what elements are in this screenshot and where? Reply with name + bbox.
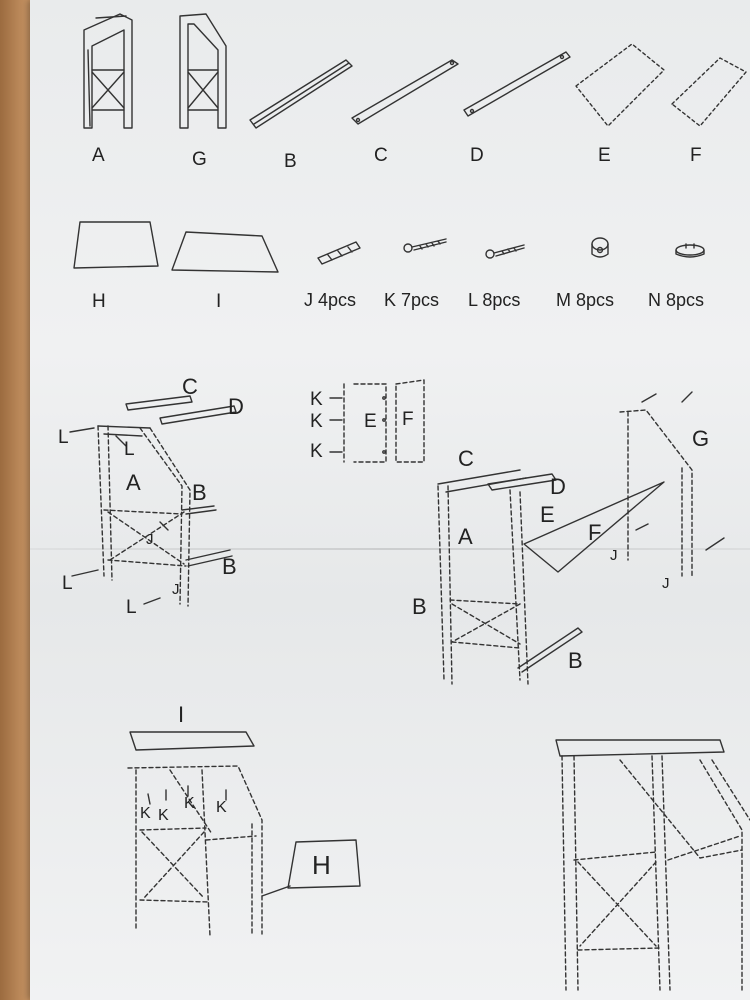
part-l-bolt-drawing	[485, 244, 525, 259]
part-e-label: E	[598, 145, 611, 166]
step3-assembly-drawing	[437, 391, 725, 685]
part-d-label: D	[470, 145, 484, 166]
part-f-panel-drawing	[671, 57, 747, 127]
part-m-quantity: M 8pcs	[556, 290, 615, 310]
step1-l-top-left-label: L	[58, 427, 69, 448]
step1-d-label: D	[228, 394, 244, 419]
part-g-label: G	[192, 149, 207, 170]
part-m-nut-drawing	[591, 237, 609, 258]
instruction-sheet	[30, 0, 750, 1000]
part-e-panel-drawing	[575, 43, 665, 127]
part-j-dowel-drawing	[317, 241, 361, 265]
step1-a-label: A	[126, 470, 141, 495]
step3-e-label: E	[540, 502, 555, 527]
step3-j-right-label: J	[662, 575, 670, 592]
part-a-label: A	[92, 145, 105, 166]
step2-k3-label: K	[310, 441, 323, 462]
step1-b-lower-label: B	[222, 554, 237, 579]
step1-j-bottom-label: J	[172, 581, 180, 598]
part-k-screw-drawing	[403, 238, 447, 253]
part-h-label: H	[92, 291, 106, 312]
paper-fold-line	[30, 548, 750, 550]
step4-i-label: I	[178, 702, 185, 727]
step1-l-bottom-left-label: L	[62, 573, 73, 594]
part-b-bar-drawing	[249, 59, 353, 129]
step2-assembly-drawing	[329, 379, 425, 463]
part-n-quantity: N 8pcs	[648, 290, 705, 310]
step2-k2-label: K	[310, 411, 323, 432]
step3-c-label: C	[458, 446, 474, 471]
step3-b-bottom-label: B	[568, 648, 583, 673]
step4-k4-label: K	[216, 799, 227, 816]
step3-g-label: G	[692, 426, 710, 451]
step1-assembly-drawing	[69, 395, 237, 607]
part-c-bar-drawing	[351, 59, 459, 125]
part-a-side-frame-drawing	[83, 13, 133, 129]
part-b-label: B	[284, 151, 297, 172]
part-i-board-drawing	[171, 231, 279, 273]
step5-final-drawing	[555, 739, 750, 991]
part-n-cap-drawing	[675, 243, 705, 258]
step3-f-label: F	[588, 520, 602, 545]
part-i-label: I	[216, 291, 222, 312]
part-l-quantity: L 8pcs	[468, 290, 521, 310]
part-g-side-frame-drawing	[179, 13, 227, 129]
step4-h-label: H	[312, 850, 331, 880]
part-k-quantity: K 7pcs	[384, 290, 440, 310]
step1-j-mid-label: J	[146, 531, 154, 548]
part-j-quantity: J 4pcs	[304, 290, 357, 310]
step2-k1-label: K	[310, 389, 323, 410]
step2-f-label: F	[402, 409, 414, 430]
step1-b-upper-label: B	[192, 480, 207, 505]
step1-l-bottom-label: L	[126, 597, 137, 618]
part-f-label: F	[690, 145, 702, 166]
part-h-board-drawing	[73, 221, 159, 269]
step4-assembly-drawing	[127, 731, 361, 937]
step3-b-left-label: B	[412, 594, 427, 619]
step4-k2-label: K	[158, 807, 169, 824]
step3-a-label: A	[458, 524, 473, 549]
part-d-bar-drawing	[463, 51, 571, 117]
step1-c-label: C	[182, 374, 198, 399]
step3-d-label: D	[550, 474, 566, 499]
step4-k1-label: K	[140, 805, 151, 822]
step4-k3-label: K	[184, 795, 195, 812]
part-c-label: C	[374, 145, 388, 166]
step3-j-left-label: J	[610, 547, 618, 564]
step1-l-top-label: L	[124, 439, 135, 460]
step2-e-label: E	[364, 411, 377, 432]
